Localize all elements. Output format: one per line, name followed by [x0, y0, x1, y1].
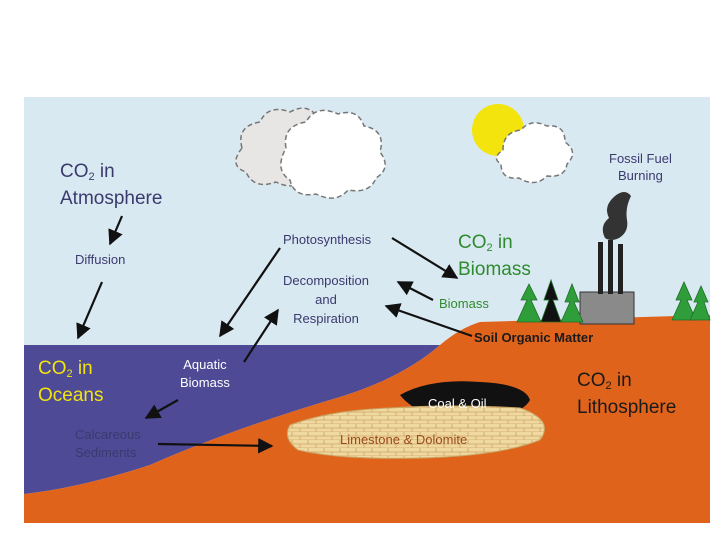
arrow-aquatic-decomposition — [243, 308, 279, 363]
trees — [516, 278, 711, 323]
label-calcareous-sediments: Calcareous Sediments — [75, 427, 141, 460]
label-aquatic-biomass: Aquatic Biomass — [180, 357, 230, 390]
label-co2-atmosphere: CO2 in Atmosphere — [60, 161, 163, 209]
label-co2-oceans: CO2 in Oceans — [38, 358, 104, 406]
label-diffusion: Diffusion — [75, 252, 126, 267]
label-co2-biomass: CO2 in Biomass — [458, 232, 531, 280]
ocean — [24, 345, 440, 494]
cloud-right — [495, 122, 574, 184]
arrow-soil-decomposition — [384, 303, 473, 338]
smoke — [602, 192, 631, 240]
label-biomass: Biomass — [439, 296, 489, 311]
factory — [579, 192, 635, 325]
arrow-calcareous-limestone — [157, 438, 274, 454]
arrow-biomass-decomposition — [396, 281, 434, 301]
arrow-aquatic-calcareous — [144, 399, 179, 419]
arrow-diffusion-ocean — [76, 281, 104, 340]
label-photosynthesis: Photosynthesis — [283, 232, 372, 247]
limestone-deposit — [286, 405, 545, 459]
label-fossil-fuel-burning: Fossil Fuel Burning — [609, 151, 672, 183]
label-soil-organic-matter: Soil Organic Matter — [474, 330, 594, 345]
arrow-photosynthesis-aquatic — [219, 247, 281, 338]
label-co2-lithosphere: CO2 in Lithosphere — [577, 370, 677, 418]
arrows — [76, 215, 473, 454]
label-coal-oil: Coal & Oil — [428, 396, 487, 411]
label-limestone-dolomite: Limestone & Dolomite — [340, 432, 468, 447]
arrow-photosynthesis-biomass — [391, 237, 459, 279]
arrow-atmosphere-diffusion — [108, 215, 124, 246]
cloud-middle — [280, 109, 386, 199]
label-decomposition: Decomposition and Respiration — [283, 273, 369, 326]
